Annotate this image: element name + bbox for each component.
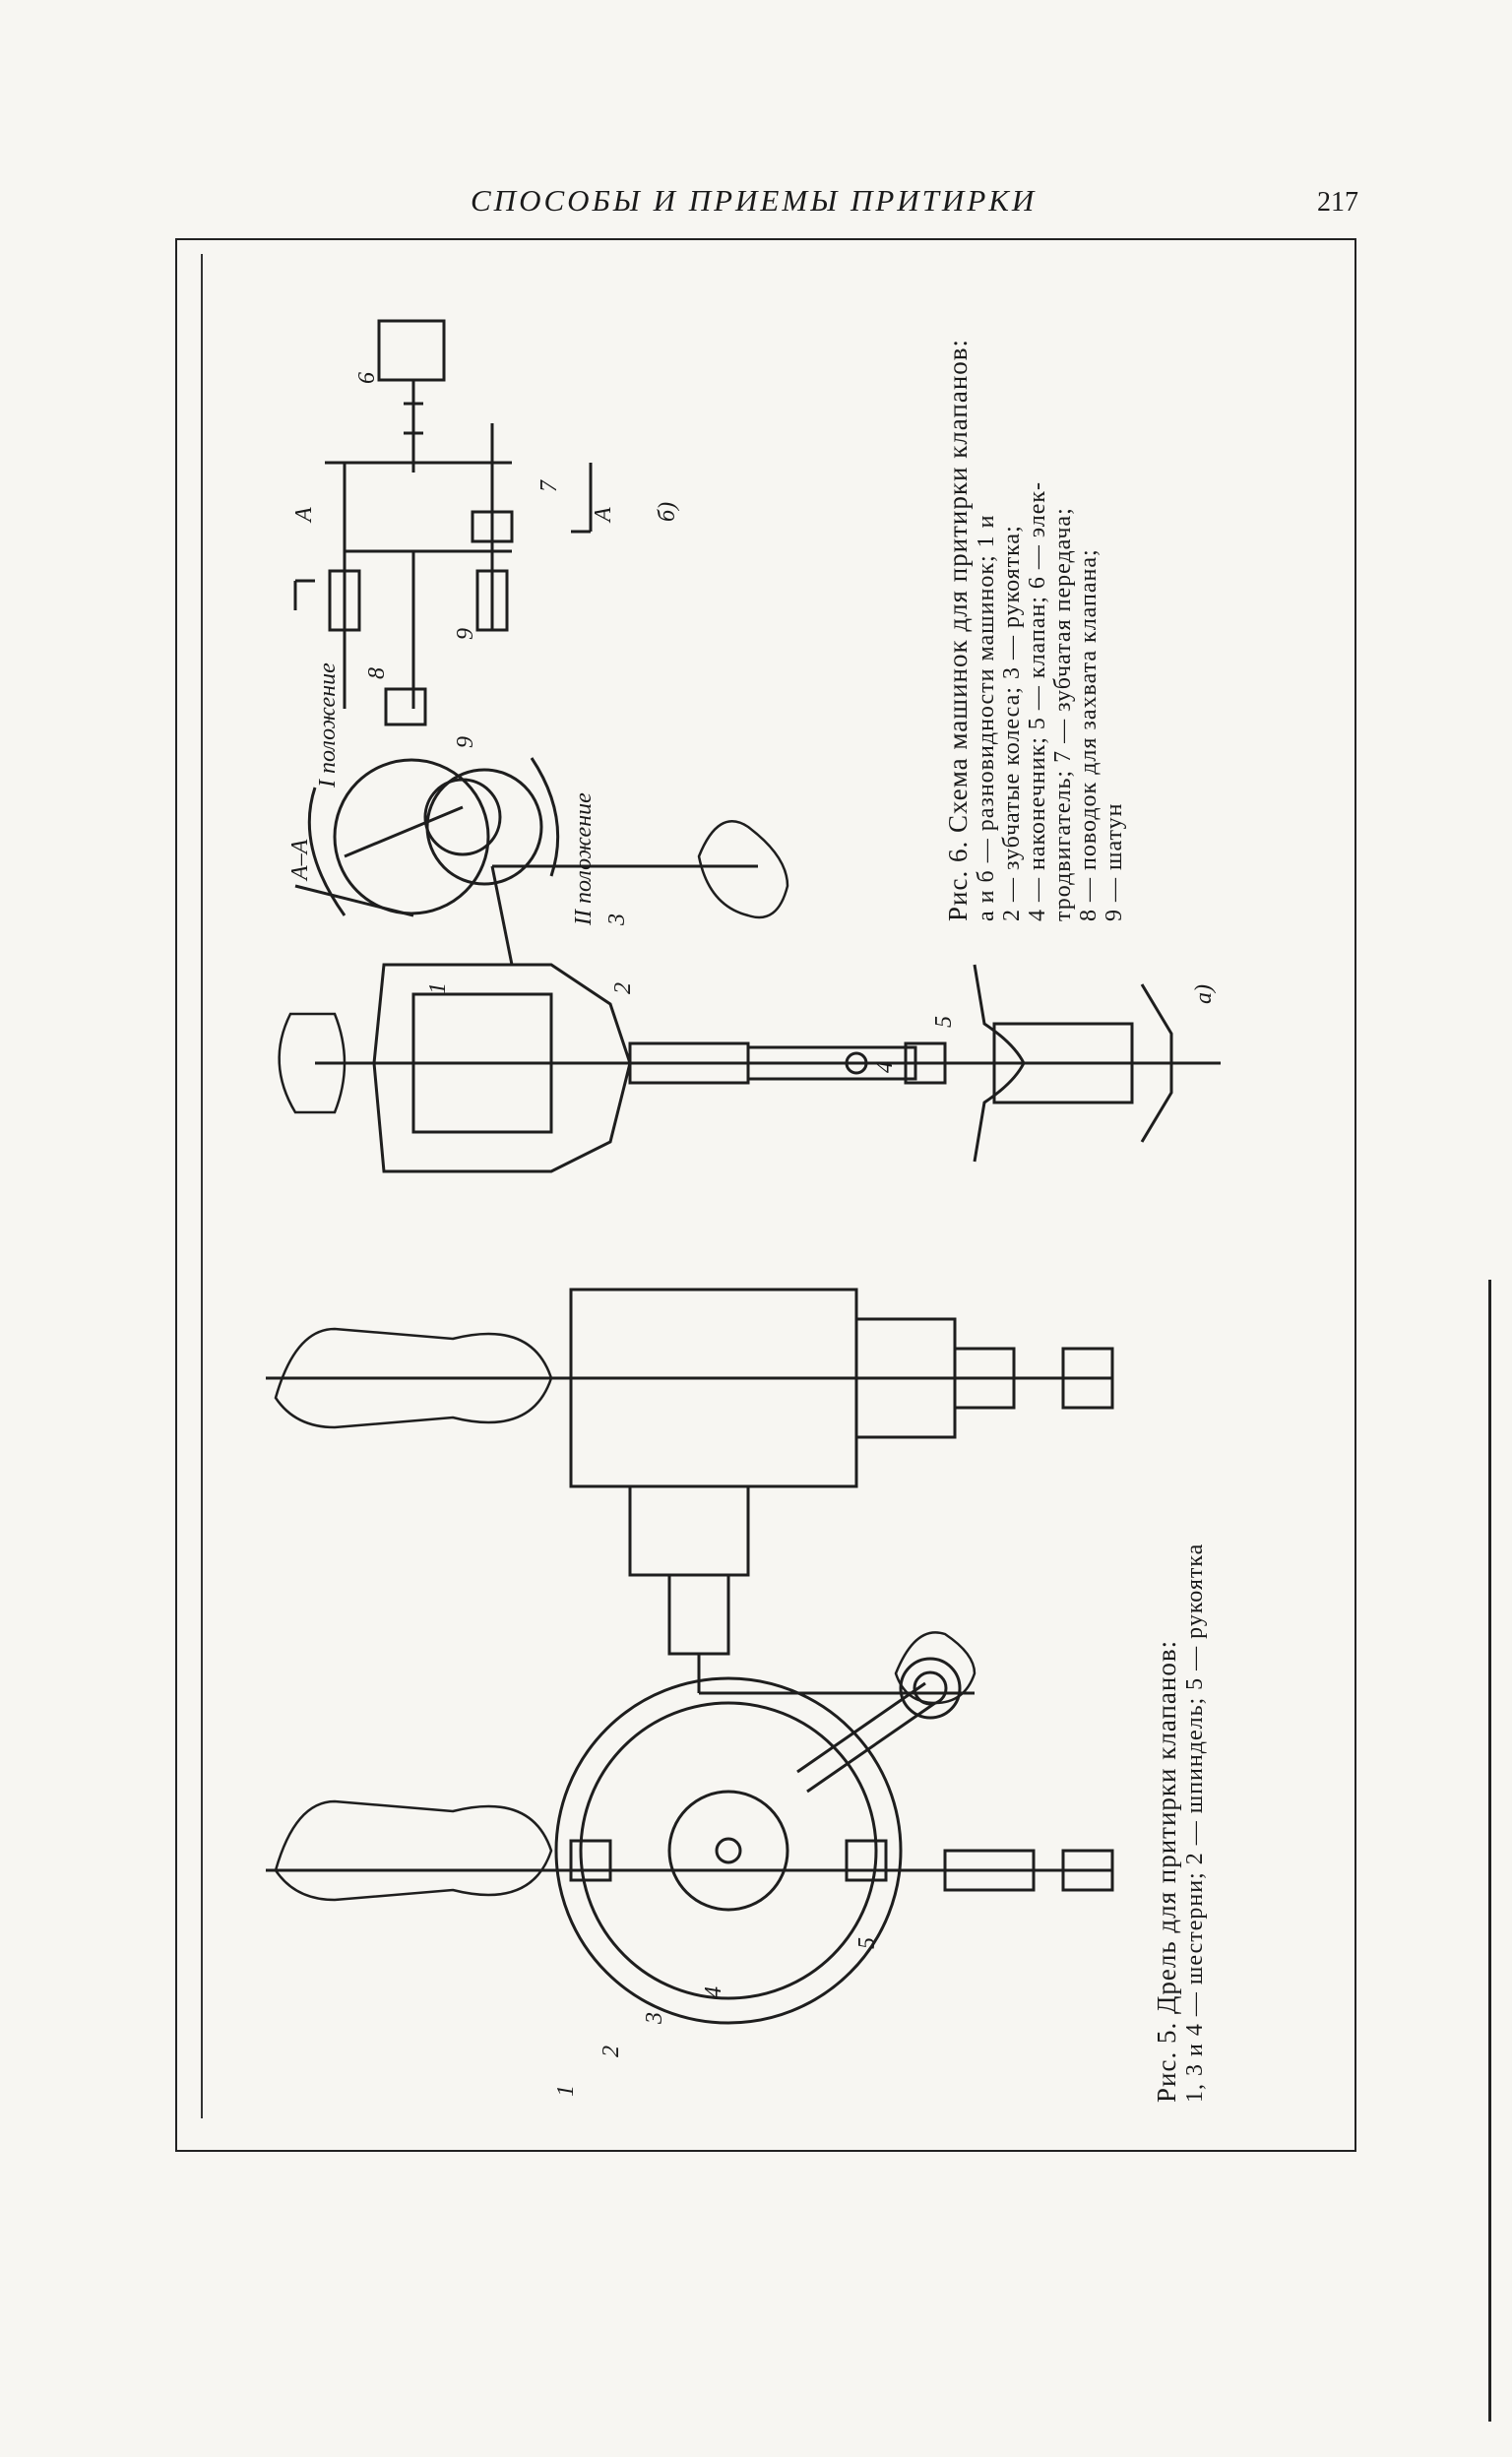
fig6-callout-3: 3 [604, 914, 630, 925]
scan-edge-line [1488, 1280, 1491, 2422]
fig5-drill-side-view [266, 1288, 1114, 1705]
fig6-caption-line-5: 8 — поводок для захвата клапана; [1076, 548, 1102, 921]
fig6-b-scheme [293, 319, 593, 726]
figure-frame [175, 238, 1356, 2152]
fig6-section-mark-bottom: А [591, 507, 616, 522]
fig6-callout-5: 5 [931, 1016, 957, 1028]
fig5-caption-line: 1, 3 и 4 — шестерни; 2 — шпиндель; 5 — р… [1182, 1543, 1208, 2103]
fig6-section-mark-top: А [291, 507, 317, 522]
fig6-position-2-label: II положение [571, 792, 597, 925]
fig6-a-machine [278, 820, 1221, 1173]
fig6-caption-title: Рис. 6. Схема машинок для притирки клапа… [943, 338, 973, 921]
fig6-caption-line-4: тродвигатель; 7 — зубчатая передача; [1050, 507, 1076, 921]
fig6-callout-6: 6 [354, 372, 380, 384]
running-title: СПОСОБЫ И ПРИЕМЫ ПРИТИРКИ [471, 183, 1038, 218]
fig6-variant-a-label: а) [1191, 984, 1217, 1004]
fig6-caption-line-1: а и б — разновидности машинок; 1 и [974, 514, 999, 921]
fig6-callout-1: 1 [425, 982, 451, 994]
frame-inner-line [201, 254, 203, 2118]
fig5-callout-2: 2 [598, 2046, 624, 2057]
fig6-caption-line-2: 2 — зубчатые колеса; 3 — рукоятка; [999, 525, 1025, 921]
fig5-drill-front-view [266, 1657, 1114, 2025]
fig6-variant-b-label: б) [655, 501, 680, 522]
fig6-position-1-label: I положение [315, 662, 341, 788]
fig6-section-label: А–А [287, 839, 313, 880]
page-number: 217 [1317, 187, 1358, 218]
fig6-caption-line-3: 4 — наконечник; 5 — клапан; 6 — элек- [1025, 480, 1050, 921]
fig6-callout-9b: 9 [453, 736, 478, 748]
fig5-callout-4: 4 [701, 1986, 726, 1998]
fig5-caption: Рис. 5. Дрель для притирки клапанов: 1, … [1152, 1544, 1208, 2103]
fig6-caption: Рис. 6. Схема машинок для притирки клапа… [943, 339, 1127, 921]
fig6-callout-8: 8 [364, 667, 390, 679]
fig5-caption-title: Рис. 5. Дрель для притирки клапанов: [1152, 1639, 1181, 2103]
fig6-callout-9a: 9 [453, 628, 478, 640]
fig6-callout-2: 2 [610, 982, 636, 994]
fig5-callout-3: 3 [642, 2012, 667, 2024]
fig6-callout-4: 4 [872, 1061, 898, 1073]
fig5-callout-1: 1 [553, 2085, 579, 2097]
fig6-caption-line-6: 9 — шатун [1102, 802, 1127, 921]
fig6-section-aa [294, 757, 560, 917]
fig5-callout-5: 5 [854, 1937, 880, 1949]
fig6-callout-7: 7 [536, 480, 562, 492]
